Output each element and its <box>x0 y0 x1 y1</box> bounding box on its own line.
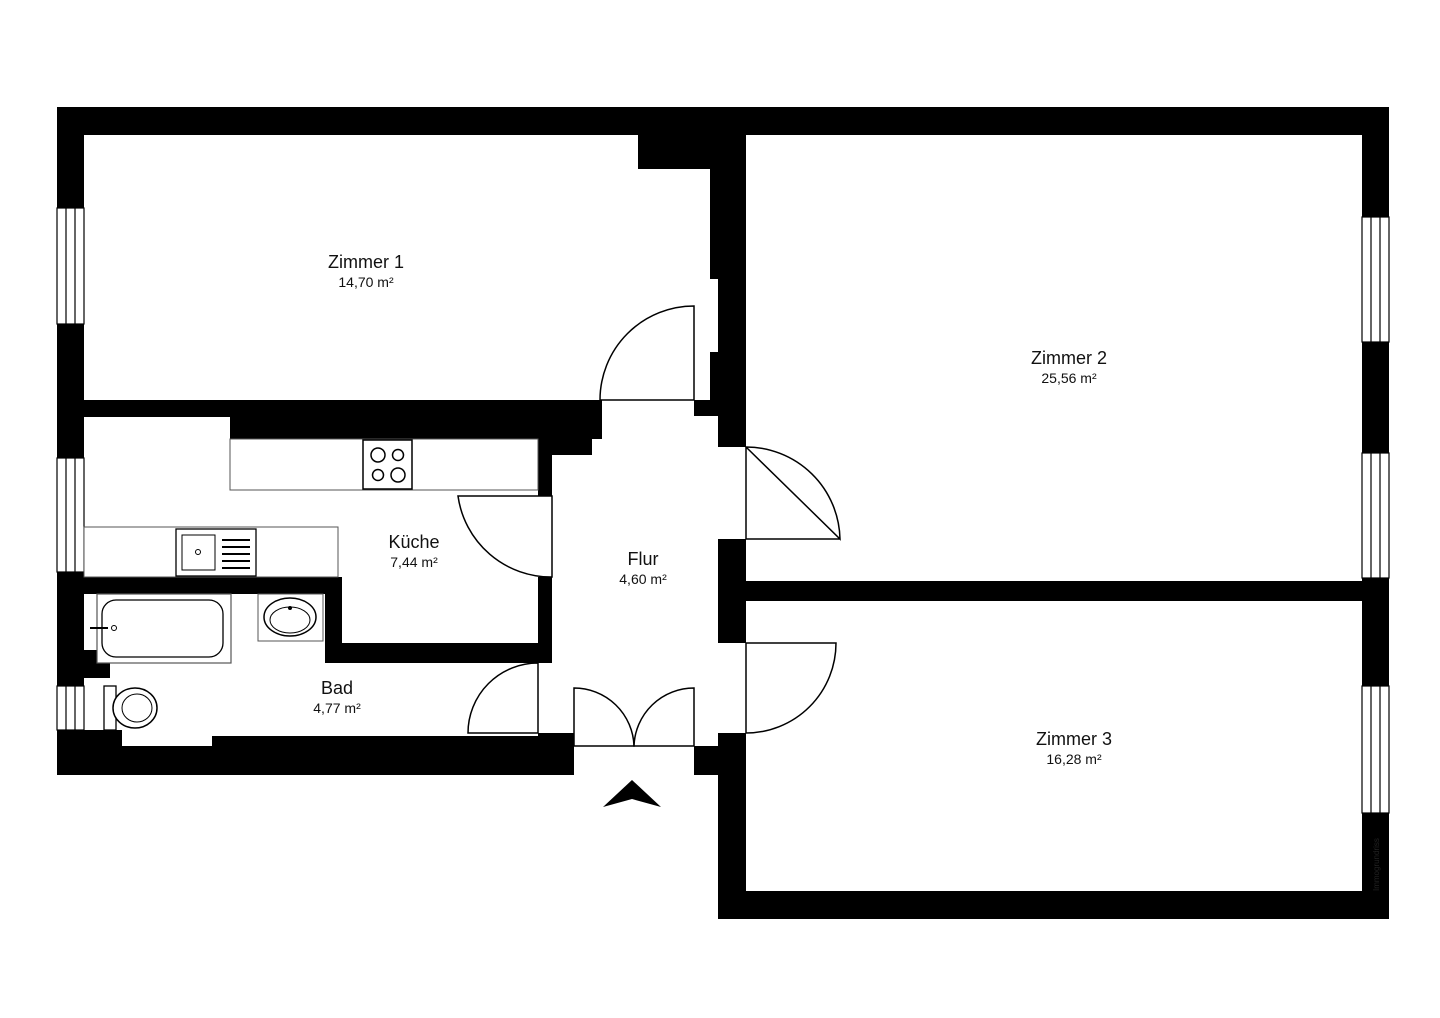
sink-drain-icon <box>195 549 201 555</box>
toilet-seat <box>121 693 153 723</box>
wall-entry-right <box>694 746 746 775</box>
door-entry-left <box>573 687 635 747</box>
bathtub-inner <box>101 599 224 658</box>
room-area-zimmer3: 16,28 m² <box>1046 751 1102 767</box>
wall-bottom-left <box>57 746 574 775</box>
room-area-zimmer2: 25,56 m² <box>1041 370 1097 386</box>
entrance-arrow-icon <box>603 780 661 807</box>
wall-kueche-flur-top <box>538 439 552 496</box>
door-zimmer2 <box>744 446 841 541</box>
wall-bad-bottom <box>212 736 538 748</box>
room-area-zimmer1: 14,70 m² <box>338 274 394 290</box>
walls <box>57 107 1389 919</box>
room-area-flur: 4,60 m² <box>619 571 667 587</box>
wall-kueche-bad-b <box>325 577 342 663</box>
room-labels: Zimmer 1 14,70 m² Zimmer 2 25,56 m² Küch… <box>313 252 1112 767</box>
watermark-text: Immogrundriss <box>1372 838 1381 891</box>
washbasin-drain-icon <box>288 606 292 610</box>
stove-burner-icon <box>370 447 386 463</box>
wall-entry-left <box>538 733 574 775</box>
wall-left <box>57 107 84 775</box>
room-area-kueche: 7,44 m² <box>390 554 438 570</box>
wall-flur-right-low <box>718 601 746 643</box>
wall-bad-niche-b <box>84 730 122 748</box>
window-zimmer3 <box>1361 685 1390 814</box>
door-zimmer3 <box>745 642 837 734</box>
wall-kueche-bad <box>57 577 340 594</box>
door-kueche <box>457 495 553 578</box>
wall-bottom-right <box>718 891 1389 919</box>
window-zimmer1 <box>56 207 85 325</box>
door-entry-right <box>633 687 695 747</box>
wall-kueche-flur-low <box>538 577 552 663</box>
washbasin-inner <box>269 606 311 634</box>
wall-kueche-bad-c <box>325 643 552 663</box>
window-zimmer2-top <box>1361 216 1390 343</box>
room-name-zimmer1: Zimmer 1 <box>328 252 404 272</box>
doors <box>457 305 841 747</box>
room-name-kueche: Küche <box>388 532 439 552</box>
wall-pillar-z1-d <box>694 400 746 416</box>
wall-pillar-z1-b <box>710 107 746 279</box>
door-zimmer1 <box>599 305 695 401</box>
bathtub-drain-icon <box>111 625 117 631</box>
stove-burner-icon <box>371 468 385 482</box>
bathroom-fixtures <box>90 593 324 731</box>
stove <box>362 439 413 490</box>
room-area-bad: 4,77 m² <box>313 700 361 716</box>
stove-burner-icon <box>391 448 405 462</box>
window-kueche <box>56 457 85 573</box>
stove-burner-icon <box>390 467 406 483</box>
room-name-zimmer3: Zimmer 3 <box>1036 729 1112 749</box>
sink-drainboard <box>222 539 250 569</box>
room-name-zimmer2: Zimmer 2 <box>1031 348 1107 368</box>
room-name-flur: Flur <box>628 549 659 569</box>
kitchen-fixtures <box>83 438 539 578</box>
door-bad <box>467 662 539 734</box>
window-bad <box>56 685 85 731</box>
windows <box>56 207 1390 814</box>
wall-flur-right-mid <box>718 539 746 601</box>
wall-z2-z3 <box>718 581 1389 601</box>
room-name-bad: Bad <box>321 678 353 698</box>
window-zimmer2-bottom <box>1361 452 1390 579</box>
